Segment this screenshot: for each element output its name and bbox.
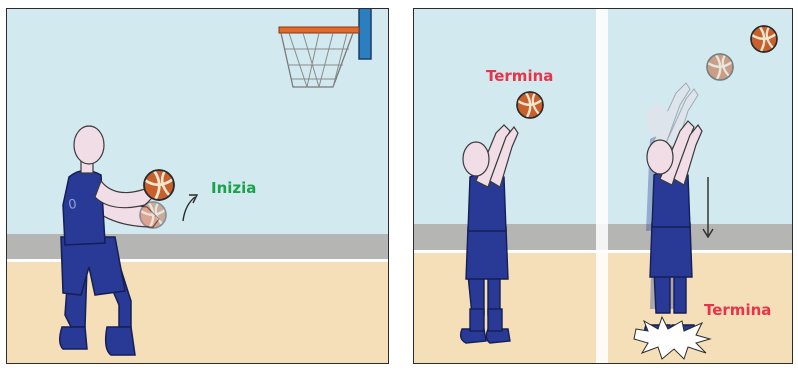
end-label-top: Termina: [486, 67, 553, 85]
start-scene: 0: [7, 9, 389, 364]
end-label-bottom: Termina: [704, 301, 771, 319]
start-panel: 0 Inizia: [6, 8, 389, 364]
start-label: Inizia: [211, 179, 256, 197]
basketball-icon: [517, 92, 543, 118]
basketball-icon-faded: [707, 54, 733, 80]
basketball-icon-far: [751, 26, 777, 52]
basketball-icon: [144, 170, 174, 200]
basketball-icon-faded: [140, 202, 166, 228]
panel-divider: [596, 9, 608, 364]
end-panel: Termina Termina: [413, 8, 793, 364]
